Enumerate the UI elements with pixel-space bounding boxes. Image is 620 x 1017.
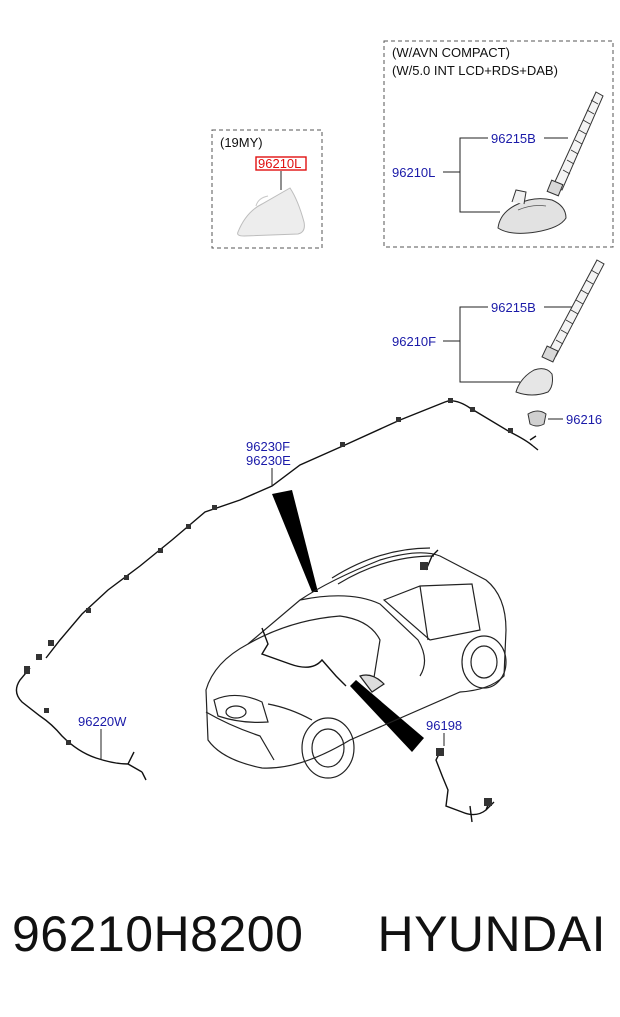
rod-antenna-avn: [546, 91, 604, 197]
highlight-box: [255, 156, 307, 171]
inset-avn-note-2: (W/5.0 INT LCD+RDS+DAB): [392, 63, 558, 78]
front-pointer-wedge: [350, 680, 424, 752]
shark-fin-antenna-19my: [237, 187, 305, 237]
roof-cable-label-1[interactable]: 96230F: [246, 439, 290, 454]
inset-19my: (19MY) 96210L: [211, 129, 323, 249]
inset-avn-note-1: (W/AVN COMPACT): [392, 45, 510, 60]
roof-cable-label-2[interactable]: 96230E: [246, 453, 291, 468]
roof-pointer-wedge: [272, 490, 318, 592]
rod-antenna-main: [541, 259, 605, 363]
car-illustration: [205, 547, 507, 779]
front-cable: 96198: [426, 718, 495, 823]
rear-cable: 96220W: [15, 666, 147, 781]
main-antenna-label[interactable]: 96215B: [491, 300, 536, 315]
antenna-base-avn: [497, 189, 567, 234]
rear-cable-label[interactable]: 96220W: [78, 714, 127, 729]
inset-avn-antenna-label[interactable]: 96215B: [491, 131, 536, 146]
inset-avn-assembly-label[interactable]: 96210L: [392, 165, 435, 180]
antenna-base-main: [515, 368, 553, 396]
car-harness: [260, 549, 439, 687]
part-number: 96210H8200: [12, 906, 304, 962]
main-assembly-label[interactable]: 96210F: [392, 334, 436, 349]
front-cable-label[interactable]: 96198: [426, 718, 462, 733]
inset-19my-note: (19MY): [220, 135, 263, 150]
inset-19my-part-label[interactable]: 96210L: [258, 156, 301, 171]
parts-diagram: (19MY) 96210L (W/AVN COMPACT) (W/5.0 INT…: [15, 40, 614, 823]
grommet-96216: 96216: [527, 410, 602, 427]
main-antenna-assembly: 96215B 96210F 96216: [392, 259, 605, 427]
caption-bar: 96210H8200 HYUNDAI: [0, 905, 620, 975]
inset-avn: (W/AVN COMPACT) (W/5.0 INT LCD+RDS+DAB) …: [383, 40, 614, 248]
grommet-label[interactable]: 96216: [566, 412, 602, 427]
brand-name: HYUNDAI: [377, 906, 606, 962]
roof-cable: 96230F 96230E: [36, 398, 539, 660]
